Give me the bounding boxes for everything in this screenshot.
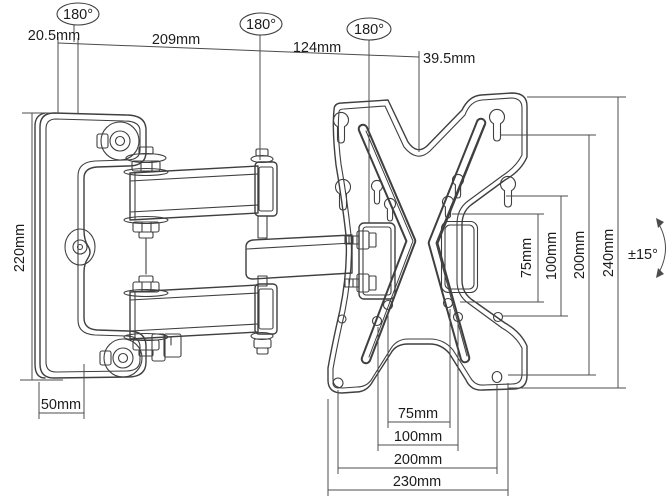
vesa-plate-inner-line xyxy=(332,97,523,389)
dim-arm-length: 209mm xyxy=(152,32,200,48)
dim-wall-plate-width: 50mm xyxy=(41,397,81,413)
swivel-badge-1-label: 180° xyxy=(63,7,93,23)
middle-boss xyxy=(64,228,96,266)
swivel-badge-3: 180° xyxy=(346,17,392,41)
swivel-badge-3-label: 180° xyxy=(354,22,384,38)
right-chevron-slot xyxy=(427,117,487,364)
small-keyhole-2 xyxy=(383,197,397,222)
vesa-plate xyxy=(327,92,528,394)
dim-bottom-100: 100mm xyxy=(394,429,442,445)
dim-top-offset: 20.5mm xyxy=(28,28,80,44)
cable-hook xyxy=(151,333,182,362)
dim-bottom-200: 200mm xyxy=(394,452,442,468)
bottom-pivot-boss xyxy=(99,338,143,378)
wall-plate-inner-line xyxy=(45,118,141,373)
dim-bottom-230: 230mm xyxy=(393,474,441,490)
small-keyhole-4 xyxy=(441,195,455,219)
swivel-badge-1: 180° xyxy=(56,2,100,26)
dim-right-100: 100mm xyxy=(544,232,560,280)
dimension-annotations: 180° 180° 180° 20.5mm 209mm 124mm 39.5mm… xyxy=(12,2,666,496)
wall-plate xyxy=(34,112,147,379)
dim-right-200: 200mm xyxy=(572,231,588,279)
swivel-badge-2: 180° xyxy=(239,12,283,36)
tilt-bolt-lower xyxy=(344,273,377,293)
keyhole-mid-left xyxy=(334,178,352,211)
keyhole-mid-right xyxy=(499,175,517,208)
dim-right-75: 75mm xyxy=(519,238,535,278)
plate-holes xyxy=(332,297,504,389)
connector-link xyxy=(245,234,353,280)
swivel-badge-2-label: 180° xyxy=(246,17,276,33)
elbow-hinge xyxy=(250,148,274,355)
tilt-bolt-upper xyxy=(344,230,377,250)
tilt-annotation: ±15° xyxy=(628,218,666,278)
wall-pivot-hardware xyxy=(123,146,169,357)
dim-wall-plate-height: 220mm xyxy=(12,224,28,272)
lower-arm-end-clamp xyxy=(254,283,278,335)
lower-arm xyxy=(129,283,278,340)
tilt-arc xyxy=(656,220,666,277)
dim-plate-offset: 39.5mm xyxy=(423,51,475,67)
keyhole-top-left xyxy=(332,111,350,144)
wall-plate-outline xyxy=(39,112,147,379)
small-keyhole-1 xyxy=(370,179,384,205)
top-pivot-boss xyxy=(96,121,140,161)
keyhole-top-right xyxy=(488,108,506,142)
top-dimension-line xyxy=(57,42,420,58)
tilt-bracket xyxy=(344,222,396,300)
dim-bottom-75: 75mm xyxy=(398,406,438,422)
small-keyhole-3 xyxy=(451,173,465,199)
vesa-plate-outline xyxy=(327,92,528,394)
center-cutout xyxy=(440,220,479,294)
dim-link-length: 124mm xyxy=(293,40,341,56)
dim-right-240: 240mm xyxy=(601,229,617,277)
dim-tilt: ±15° xyxy=(628,247,658,263)
wall-plate-side-edge xyxy=(34,112,46,379)
